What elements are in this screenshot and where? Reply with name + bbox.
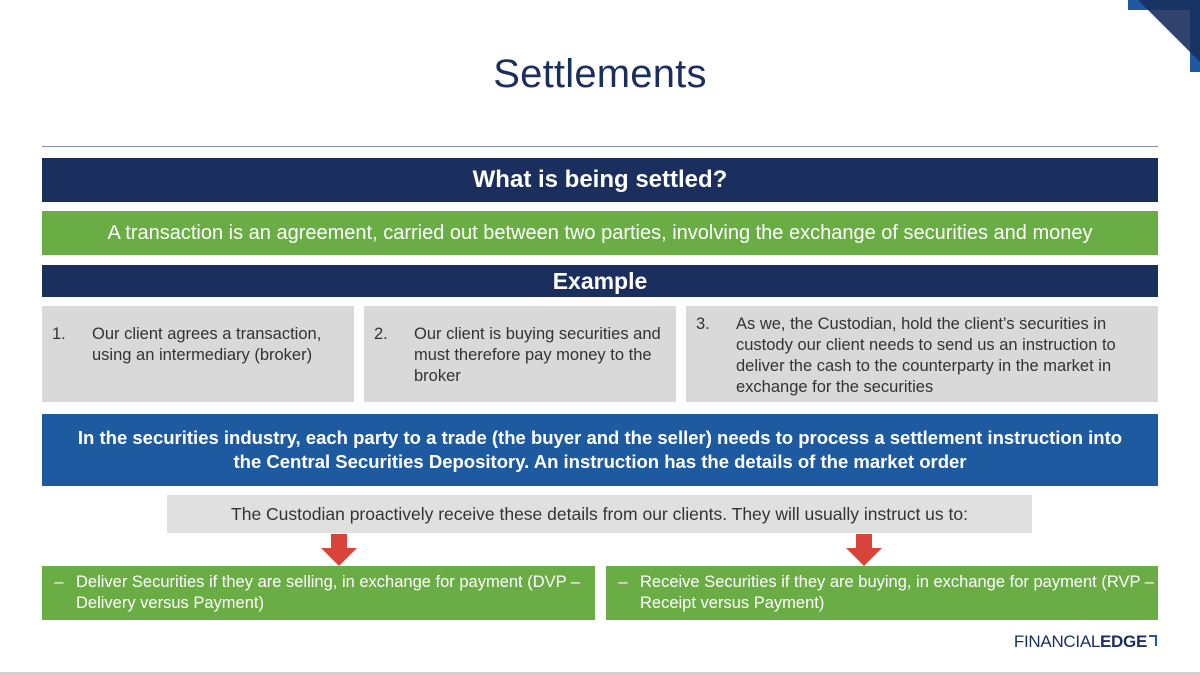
dvp-option: – Deliver Securities if they are selling… (42, 566, 595, 620)
down-arrow-icon (321, 534, 357, 566)
footer-line (0, 672, 1200, 675)
title-divider (42, 146, 1158, 147)
example-step-1: 1. Our client agrees a transaction, usin… (42, 306, 354, 402)
step-number: 3. (696, 315, 710, 333)
question-banner: What is being settled? (42, 158, 1158, 202)
logo-text-financial: FINANCIAL (1013, 632, 1101, 651)
definition-banner: A transaction is an agreement, carried o… (42, 211, 1158, 255)
custodian-note: The Custodian proactively receive these … (167, 495, 1032, 533)
step-number: 2. (374, 325, 388, 343)
step-text: As we, the Custodian, hold the client’s … (736, 315, 1116, 396)
financial-edge-logo: FINANCIAL EDGE (1014, 632, 1158, 652)
logo-text-edge: EDGE (1100, 632, 1147, 651)
step-number: 1. (52, 325, 66, 343)
page-title: Settlements (493, 52, 707, 96)
bullet-dash: – (54, 573, 64, 591)
step-text: Our client is buying securities and must… (414, 325, 661, 385)
example-step-2: 2. Our client is buying securities and m… (364, 306, 676, 402)
corner-decoration (1128, 0, 1200, 72)
option-text: Deliver Securities if they are selling, … (76, 573, 581, 612)
logo-corner-icon (1149, 631, 1158, 651)
step-text: Our client agrees a transaction, using a… (92, 325, 322, 364)
option-text: Receive Securities if they are buying, i… (640, 573, 1154, 612)
rvp-option: – Receive Securities if they are buying,… (606, 566, 1158, 620)
down-arrow-icon (846, 534, 882, 566)
example-step-3: 3. As we, the Custodian, hold the client… (686, 306, 1158, 402)
bullet-dash: – (618, 573, 628, 591)
example-heading: Example (42, 265, 1158, 297)
settlement-info-banner: In the securities industry, each party t… (42, 414, 1158, 486)
